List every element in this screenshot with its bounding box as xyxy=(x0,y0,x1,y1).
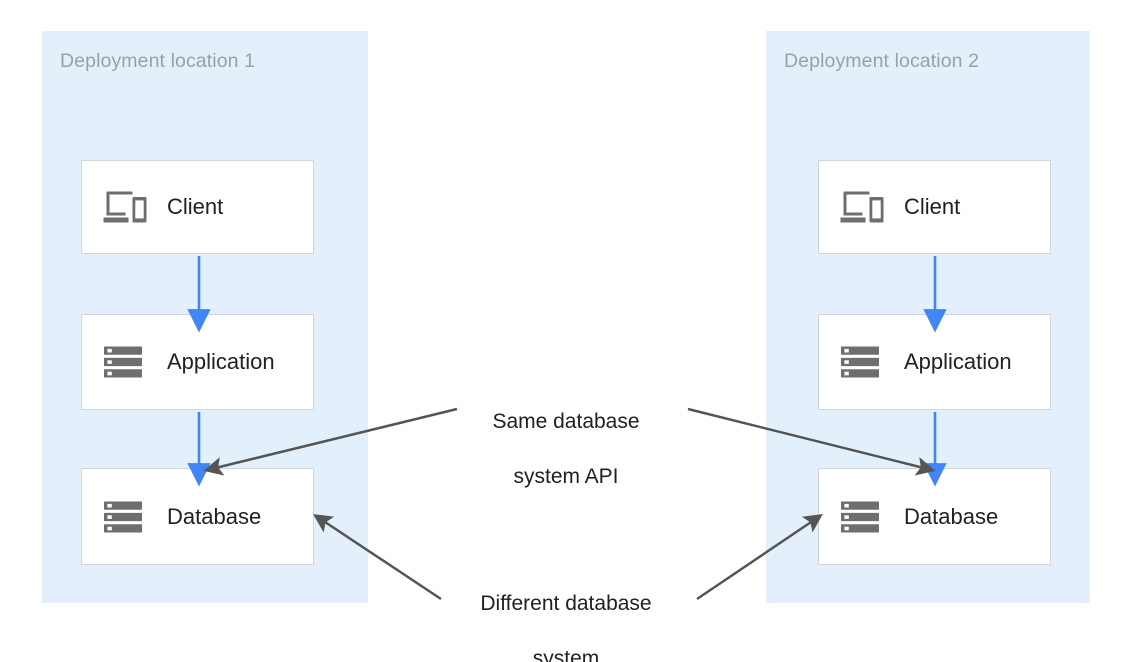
node-database-1[interactable]: Database xyxy=(81,468,314,565)
node-database-1-label: Database xyxy=(167,503,262,529)
devices-icon xyxy=(840,191,884,223)
annotation-different-system-line-2: system xyxy=(532,647,600,662)
server-icon xyxy=(104,346,142,378)
deployment-location-1-title: Deployment location 1 xyxy=(60,50,256,72)
node-client-1[interactable]: Client xyxy=(81,160,314,254)
devices-icon xyxy=(103,191,147,223)
node-application-1-label: Application xyxy=(167,349,275,374)
node-application-1[interactable]: Application xyxy=(81,314,314,410)
node-client-2-label: Client xyxy=(904,194,961,219)
node-application-2-label: Application xyxy=(904,349,1012,374)
node-database-2-label: Database xyxy=(904,503,999,529)
node-client-1-label: Client xyxy=(167,194,224,219)
node-application-2[interactable]: Application xyxy=(818,314,1051,410)
node-client-2[interactable]: Client xyxy=(818,160,1051,254)
annotation-same-api-line-1: Same database xyxy=(492,409,640,433)
server-icon xyxy=(841,501,879,532)
deployment-location-2-title: Deployment location 2 xyxy=(784,50,980,72)
annotation-different-database-system: Different database system xyxy=(441,562,691,662)
server-icon xyxy=(841,346,879,378)
annotation-different-system-line-1: Different database xyxy=(480,591,652,615)
annotation-same-database-system-api: Same database system API xyxy=(441,380,691,519)
node-database-2[interactable]: Database xyxy=(818,468,1051,565)
annotation-same-api-line-2: system API xyxy=(513,465,619,489)
server-icon xyxy=(104,501,142,532)
